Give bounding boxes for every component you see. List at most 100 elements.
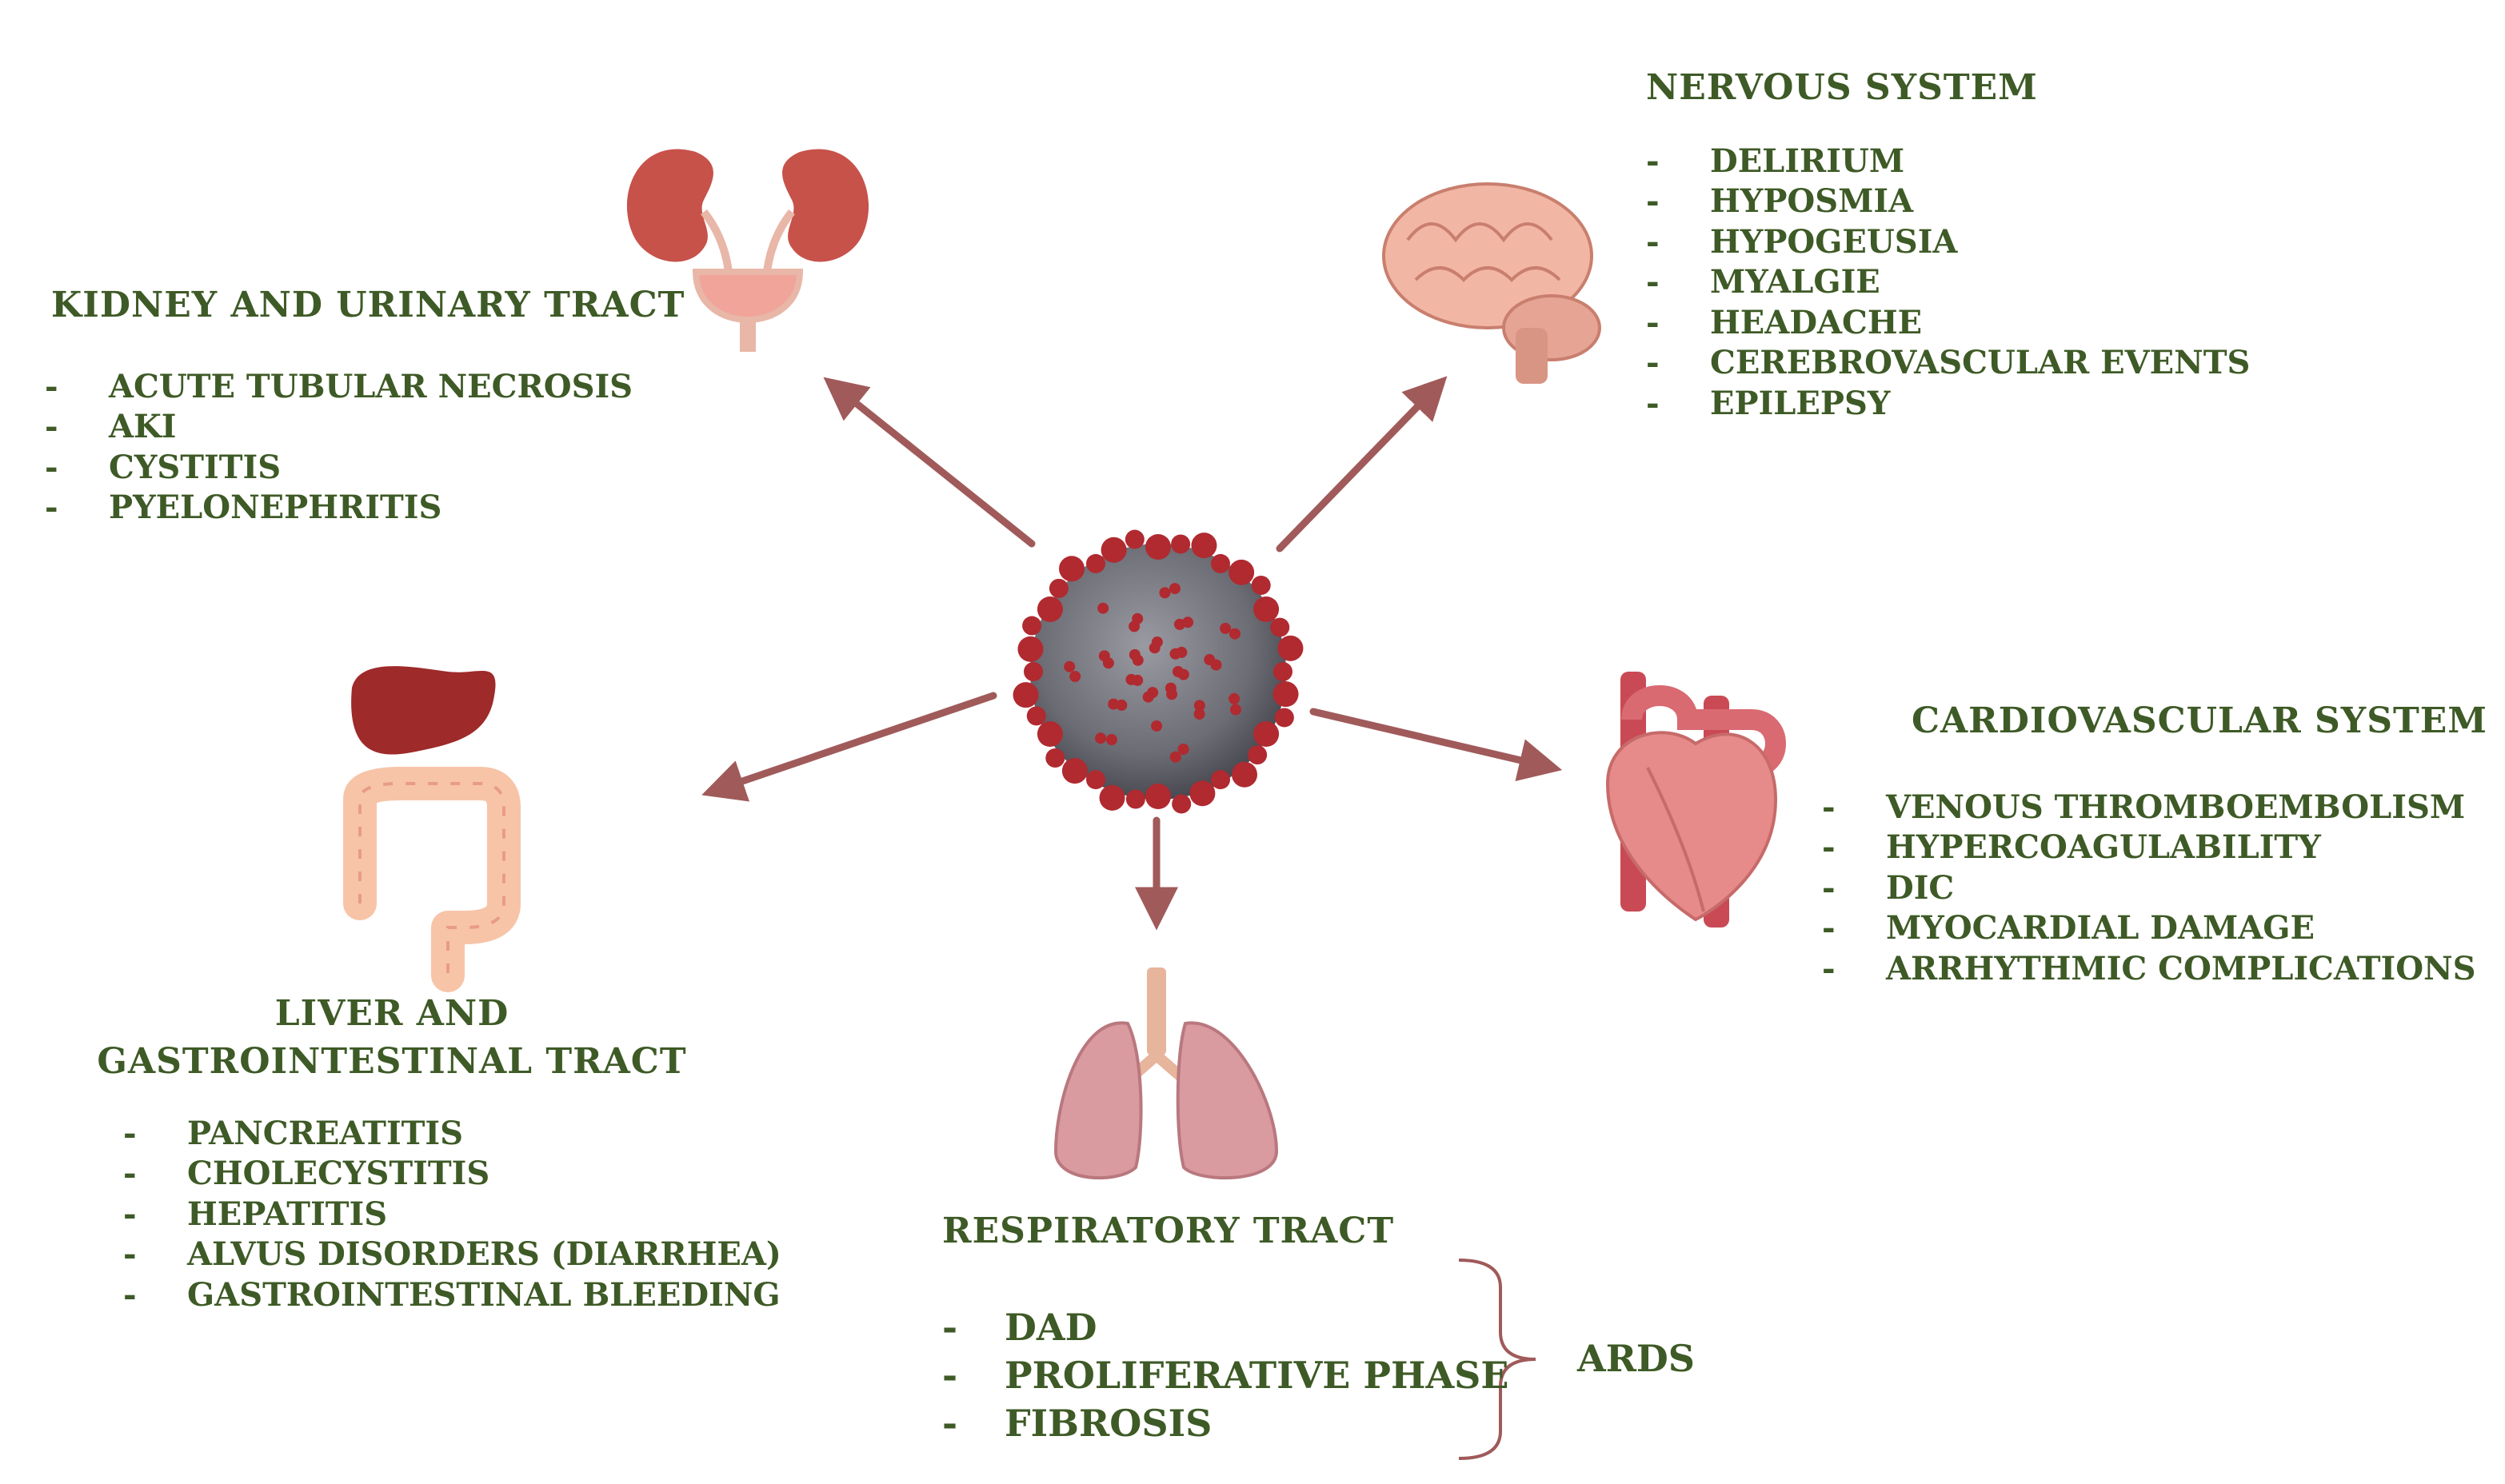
list-item: -DELIRIUM [1646, 142, 1905, 180]
virus-spike [1049, 578, 1069, 598]
virus-spike [1061, 758, 1088, 784]
virus-spike [1125, 673, 1137, 685]
cardio-list: -VENOUS THROMBOEMBOLISM -HYPERCOAGULABIL… [1822, 787, 2476, 989]
virus-spike [1151, 720, 1163, 732]
virus-spike [1166, 688, 1178, 700]
virus-spike [1037, 721, 1063, 747]
list-item: -ACUTE TUBULAR NECROSIS [45, 367, 633, 405]
list-item: -HYPERCOAGULABILITY [1822, 828, 2321, 867]
list-item: -DIC [1822, 868, 1955, 907]
virus-spike [1045, 748, 1065, 768]
virus-spike [1193, 700, 1205, 712]
nervous-list: -DELIRIUM -HYPOSMIA -HYPOGEUSIA -MYALGIE… [1646, 141, 2250, 424]
virus-spike [1229, 559, 1255, 585]
virus-spike [1248, 745, 1268, 765]
list-item: -VENOUS THROMBOEMBOLISM [1822, 788, 2466, 826]
virus-spike [1169, 751, 1181, 763]
list-item: -ARRHYTHMIC COMPLICATIONS [1822, 949, 2476, 987]
virus-spike [1026, 706, 1046, 726]
virus-spike [1270, 617, 1290, 637]
virus-spike [1125, 789, 1145, 809]
respiratory-list: -DAD -PROLIFERATIVE PHASE -FIBROSIS [942, 1303, 1508, 1447]
virus-spike [1145, 534, 1171, 560]
list-item: -MYOCARDIAL DAMAGE [1822, 909, 2315, 947]
virus-spike [1253, 721, 1280, 747]
virus-spike [1151, 636, 1163, 648]
cardio-heading: CARDIOVASCULAR SYSTEM [1912, 700, 2487, 741]
virus-spike [1171, 534, 1191, 554]
list-item: -PYELONEPHRITIS [45, 489, 442, 527]
nervous-heading: NERVOUS SYSTEM [1646, 67, 2038, 108]
arrow-to-kidney [823, 377, 1036, 548]
virus-spike [1095, 732, 1107, 744]
virus-spike [1086, 553, 1105, 573]
list-item: -CEREBROVASCULAR EVENTS [1646, 344, 2251, 382]
arrow-to-brain [1276, 376, 1448, 553]
virus-spike [1013, 682, 1039, 708]
virus-spike [1177, 743, 1189, 755]
ards-bracket [1458, 1259, 1536, 1460]
virus-spike [1277, 635, 1304, 661]
virus-spike [1108, 698, 1120, 710]
virus-spike [1231, 761, 1257, 788]
virus-spike [1272, 681, 1299, 708]
virus-spike [1097, 602, 1109, 614]
virus-spike [1159, 587, 1171, 599]
virus-spike [1022, 616, 1042, 636]
arrow-to-liver [701, 692, 997, 802]
list-item: -HEPATITIS [123, 1195, 388, 1233]
virus-spike [1191, 533, 1217, 559]
virus-spike [1211, 553, 1230, 573]
virus-spike [1098, 650, 1110, 662]
list-item: -CHOLECYSTITIS [123, 1155, 490, 1193]
virus-spike [1145, 784, 1171, 809]
virus-spike [1229, 704, 1241, 716]
list-item: -CYSTITIS [45, 448, 282, 486]
virus-spike [1210, 659, 1222, 671]
virus-spike [1211, 770, 1230, 790]
kidney-list: -ACUTE TUBULAR NECROSIS -AKI -CYSTITIS -… [45, 366, 633, 528]
liver-heading: LIVER AND GASTROINTESTINAL TRACT [97, 993, 687, 1082]
virus-spike [1229, 628, 1241, 640]
list-item: -FIBROSIS [942, 1402, 1213, 1445]
list-item: -MYALGIE [1646, 263, 1880, 301]
virus-spike [1142, 691, 1154, 703]
virus-spike [1064, 660, 1076, 672]
virus-spike [1176, 646, 1188, 658]
list-item: -AKI [45, 408, 177, 446]
ards-label: ARDS [1577, 1337, 1696, 1380]
virus-spike [1086, 770, 1105, 790]
virus-spike [1132, 612, 1144, 624]
virus-spike [1069, 670, 1081, 682]
virus-spike [1273, 662, 1292, 681]
virus-spike [1274, 708, 1294, 728]
liver-list: -PANCREATITIS -CHOLECYSTITIS -HEPATITIS … [123, 1113, 781, 1315]
virus-spike [1220, 622, 1232, 634]
virus-spike [1251, 576, 1271, 596]
virus-spike [1099, 784, 1125, 811]
virus-spike [1024, 662, 1043, 681]
virus-spike [1059, 556, 1085, 582]
virus-spike [1129, 648, 1141, 660]
list-item: -GASTROINTESTINAL BLEEDING [123, 1275, 781, 1314]
list-item: -HYPOSMIA [1646, 182, 1914, 221]
list-item: -PANCREATITIS [123, 1114, 464, 1152]
virus-spike [1169, 583, 1181, 595]
virus-spike [1182, 616, 1194, 628]
virus-spike [1193, 708, 1205, 720]
virus-spike [1177, 668, 1189, 680]
virus-spike [1105, 734, 1117, 746]
list-item: -ALVUS DISORDERS (DIARRHEA) [123, 1235, 781, 1274]
virus-spike [1229, 692, 1241, 704]
list-item: -HEADACHE [1646, 303, 1923, 341]
virus-spike [1253, 596, 1280, 622]
virus-spike [1125, 529, 1145, 549]
virus-spike [1017, 636, 1044, 662]
virus-spike [1037, 596, 1063, 622]
